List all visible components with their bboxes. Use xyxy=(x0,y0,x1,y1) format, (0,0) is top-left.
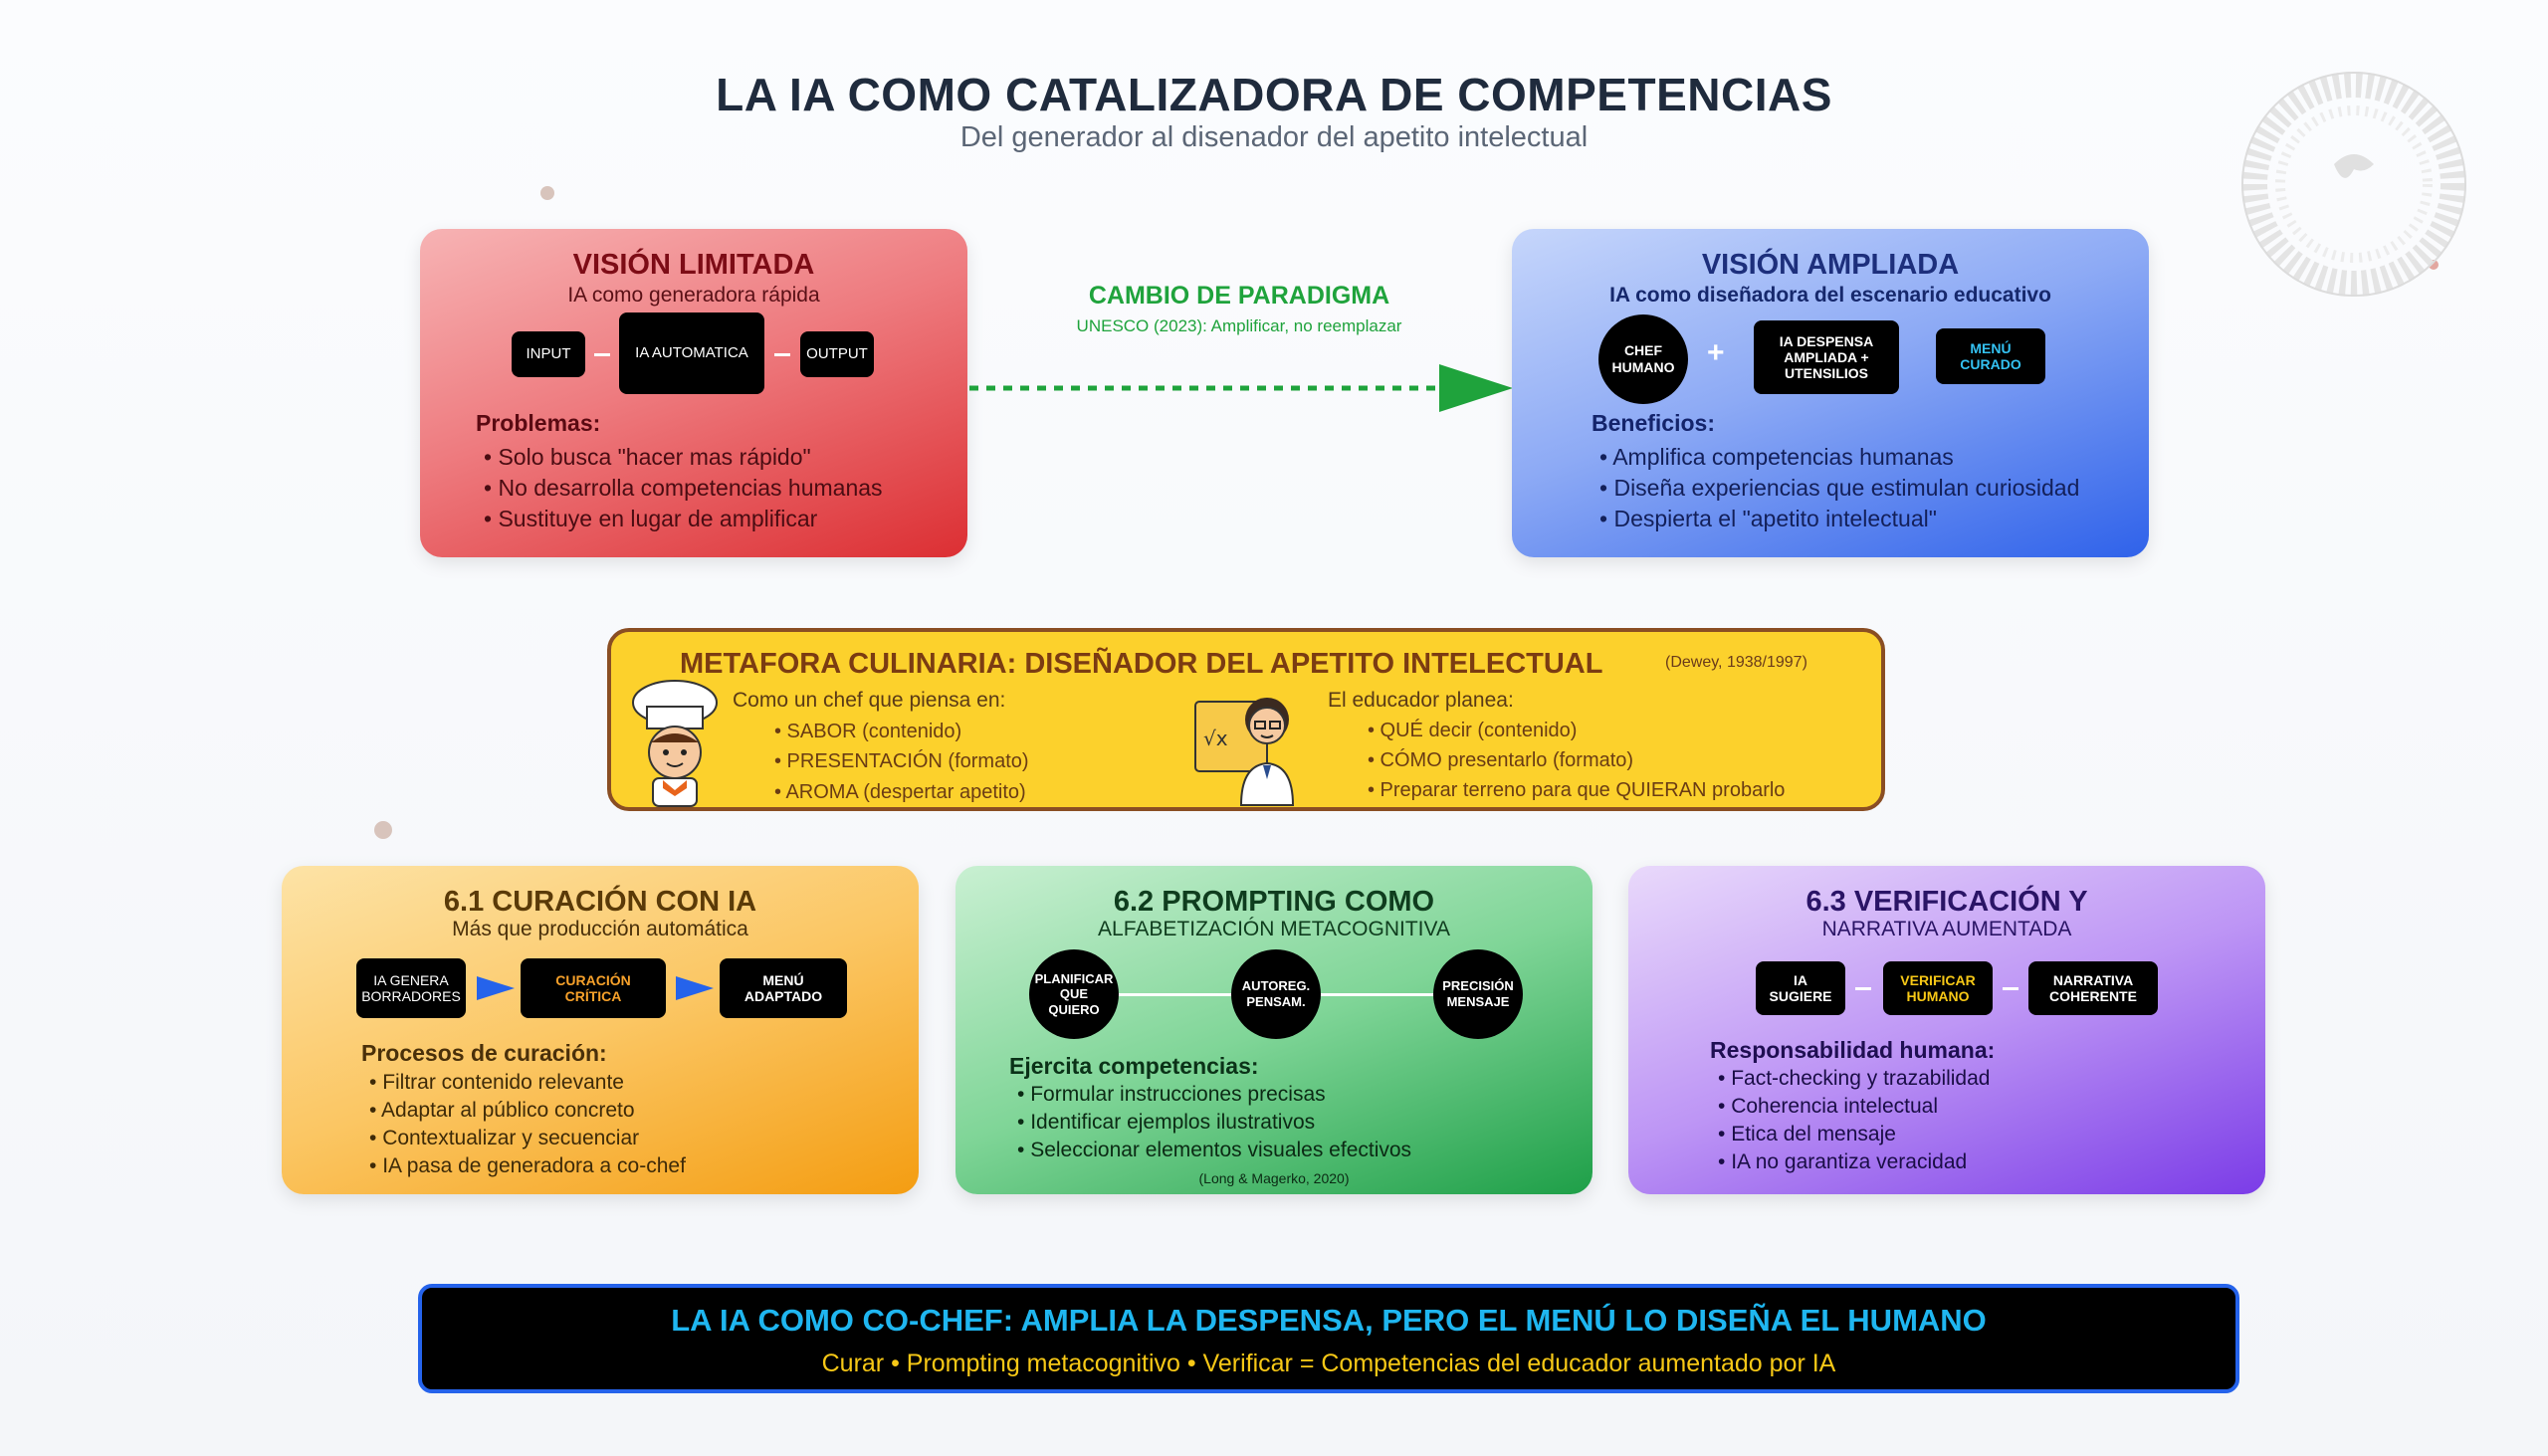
flow-ia-automatica: IA AUTOMATICA xyxy=(619,312,764,394)
chef-item: • SABOR (contenido) xyxy=(774,721,962,742)
curacion-heading: Procesos de curación: xyxy=(361,1040,607,1066)
flow-menu-adaptado: MENÚ ADAPTADO xyxy=(720,958,847,1018)
curacion-list: Filtrar contenido relevante Adaptar al p… xyxy=(369,1069,686,1180)
benefits-list: Amplifica competencias humanas Diseña ex… xyxy=(1599,442,2079,534)
problems-list: Solo busca "hacer mas rápido" No desarro… xyxy=(484,442,883,534)
flow-input: INPUT xyxy=(512,331,585,377)
list-item: Diseña experiencias que estimulan curios… xyxy=(1599,473,2079,504)
flow-precision: PRECISIÓN MENSAJE xyxy=(1433,949,1523,1039)
list-item: Filtrar contenido relevante xyxy=(369,1069,686,1097)
flow-planificar: PLANIFICAR QUE QUIERO xyxy=(1029,949,1119,1039)
list-item: Coherencia intelectual xyxy=(1718,1093,1990,1121)
flow-output: OUTPUT xyxy=(800,331,874,377)
verificacion-card: 6.3 VERIFICACIÓN Y NARRATIVA AUMENTADA I… xyxy=(1628,866,2265,1194)
summary-banner xyxy=(418,1284,2239,1393)
globe-icon xyxy=(2241,72,2466,297)
verificacion-title: 6.3 VERIFICACIÓN Y xyxy=(1805,886,2088,918)
list-item: Fact-checking y trazabilidad xyxy=(1718,1065,1990,1093)
verificacion-heading: Responsabilidad humana: xyxy=(1710,1037,1996,1063)
paradigm-arrow-icon xyxy=(969,364,1513,412)
curacion-subtitle: Más que producción automática xyxy=(452,918,748,940)
list-item: Etica del mensaje xyxy=(1718,1121,1990,1148)
list-item: Sustituye en lugar de amplificar xyxy=(484,504,883,534)
flow-ia-genera: IA GENERA BORRADORES xyxy=(356,958,466,1018)
list-item: IA pasa de generadora a co-chef xyxy=(369,1152,686,1180)
flow-curacion-critica: CURACIÓN CRÍTICA xyxy=(521,958,666,1018)
flow-ia-sugiere: IA SUGIERE xyxy=(1756,961,1845,1015)
educator-item: • CÓMO presentarlo (formato) xyxy=(1368,749,1634,771)
decorative-dot xyxy=(374,821,392,839)
metaphor-citation: (Dewey, 1938/1997) xyxy=(1665,654,1807,671)
flow-narrativa-coherente: NARRATIVA COHERENTE xyxy=(2028,961,2158,1015)
vision-ampliada-title: VISIÓN AMPLIADA xyxy=(1701,249,1960,281)
arrow-right-icon xyxy=(676,976,714,1000)
decorative-dot xyxy=(2429,260,2439,270)
ia-despensa-node: IA DESPENSA AMPLIADA + UTENSILIOS xyxy=(1754,320,1899,394)
list-item: Despierta el "apetito intelectual" xyxy=(1599,504,2079,534)
educator-intro: El educador planea: xyxy=(1328,689,1514,712)
prompting-list: Formular instrucciones precisas Identifi… xyxy=(1017,1081,1411,1164)
flow-connector xyxy=(774,353,790,356)
svg-text:√x: √x xyxy=(1203,727,1228,750)
chef-item: • AROMA (despertar apetito) xyxy=(774,781,1026,803)
list-item: Solo busca "hacer mas rápido" xyxy=(484,442,883,473)
chef-item: • PRESENTACIÓN (formato) xyxy=(774,750,1029,772)
flow-connector xyxy=(1855,987,1871,990)
educator-item: • Preparar terreno para que QUIERAN prob… xyxy=(1368,779,1786,801)
flow-connector xyxy=(594,353,610,356)
chef-intro: Como un chef que piensa en: xyxy=(733,689,1006,712)
page-title: LA IA COMO CATALIZADORA DE COMPETENCIAS xyxy=(716,69,1832,120)
list-item: Contextualizar y secuenciar xyxy=(369,1125,686,1152)
prompting-subtitle: ALFABETIZACIÓN METACOGNITIVA xyxy=(1098,918,1450,940)
list-item: Formular instrucciones precisas xyxy=(1017,1081,1411,1109)
vision-ampliada-subtitle: IA como diseñadora del escenario educati… xyxy=(1609,284,2051,307)
paradigm-title: CAMBIO DE PARADIGMA xyxy=(1088,282,1390,310)
vision-limitada-subtitle: IA como generadora rápida xyxy=(567,284,820,307)
curacion-title: 6.1 CURACIÓN CON IA xyxy=(443,886,757,918)
chef-humano-node: CHEF HUMANO xyxy=(1598,314,1688,404)
prompting-title: 6.2 PROMPTING COMO xyxy=(1113,886,1435,918)
plus-icon: + xyxy=(1707,336,1725,369)
vision-ampliada-card: VISIÓN AMPLIADA IA como diseñadora del e… xyxy=(1512,229,2149,557)
banner-title: LA IA COMO CO-CHEF: AMPLIA LA DESPENSA, … xyxy=(671,1303,1987,1338)
curacion-card: 6.1 CURACIÓN CON IA Más que producción a… xyxy=(282,866,919,1194)
list-item: IA no garantiza veracidad xyxy=(1718,1148,1990,1176)
educator-item: • QUÉ decir (contenido) xyxy=(1368,720,1578,741)
flow-autoreg: AUTOREG. PENSAM. xyxy=(1231,949,1321,1039)
chef-icon xyxy=(632,680,718,807)
page-subtitle: Del generador al disenador del apetito i… xyxy=(959,121,1589,153)
arrow-right-icon xyxy=(477,976,515,1000)
prompting-citation: (Long & Magerko, 2020) xyxy=(1198,1170,1350,1186)
list-item: Adaptar al público concreto xyxy=(369,1097,686,1125)
prompting-card: 6.2 PROMPTING COMO ALFABETIZACIÓN METACO… xyxy=(956,866,1592,1194)
menu-curado-node: MENÚ CURADO xyxy=(1936,328,2045,384)
benefits-heading: Beneficios: xyxy=(1592,410,1715,436)
list-item: Identificar ejemplos ilustrativos xyxy=(1017,1109,1411,1137)
list-item: Amplifica competencias humanas xyxy=(1599,442,2079,473)
verificacion-subtitle: NARRATIVA AUMENTADA xyxy=(1821,918,2072,940)
paradigm-subtitle: UNESCO (2023): Amplificar, no reemplazar xyxy=(1076,316,1402,335)
problems-heading: Problemas: xyxy=(476,410,601,436)
vision-limitada-card: VISIÓN LIMITADA IA como generadora rápid… xyxy=(420,229,967,557)
metaphor-title: METAFORA CULINARIA: DISEÑADOR DEL APETIT… xyxy=(680,648,1603,680)
flow-verificar-humano: VERIFICAR HUMANO xyxy=(1883,961,1993,1015)
banner-subtitle: Curar • Prompting metacognitivo • Verifi… xyxy=(821,1350,1836,1377)
list-item: Seleccionar elementos visuales efectivos xyxy=(1017,1137,1411,1164)
flow-connector xyxy=(2003,987,2018,990)
educator-icon: √x xyxy=(1194,698,1295,806)
vision-limitada-title: VISIÓN LIMITADA xyxy=(572,249,815,281)
list-item: No desarrolla competencias humanas xyxy=(484,473,882,504)
decorative-dot xyxy=(540,186,554,200)
verificacion-list: Fact-checking y trazabilidad Coherencia … xyxy=(1718,1065,1990,1176)
prompting-heading: Ejercita competencias: xyxy=(1009,1053,1259,1079)
